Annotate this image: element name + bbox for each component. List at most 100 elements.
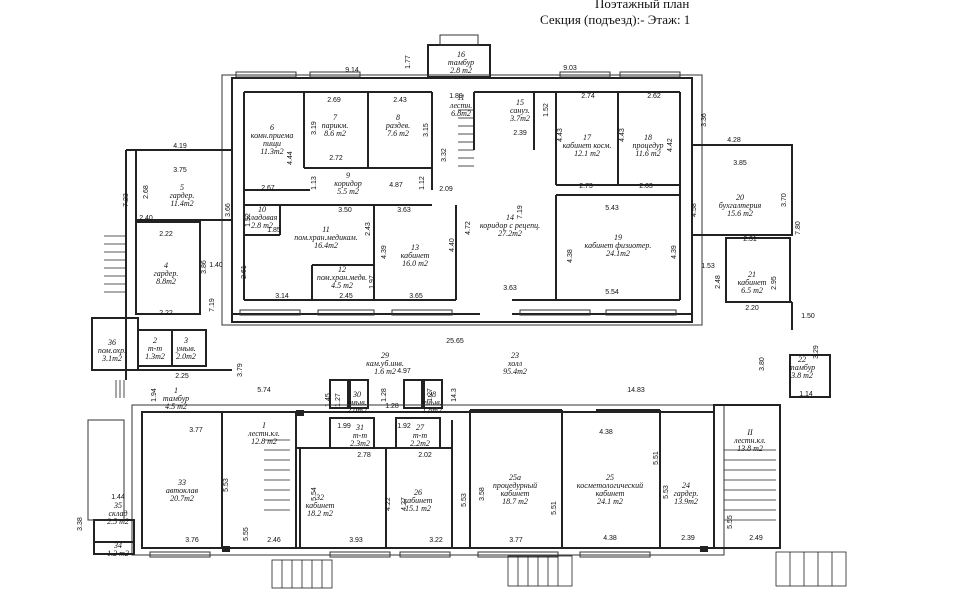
dimension-label: 1.94 xyxy=(151,388,158,402)
room-label-line: 31 xyxy=(355,423,364,432)
room-label-line: 3.7m2 xyxy=(509,114,530,123)
dimension-label: 1.40 xyxy=(209,262,223,269)
dimension-label: 3.65 xyxy=(409,293,423,300)
dimension-label: 2.63 xyxy=(639,183,653,190)
room-label-line: 18.2 m2 xyxy=(307,509,333,518)
dimension-label: 3.38 xyxy=(77,517,84,531)
dimension-label: 1.52 xyxy=(543,103,550,117)
stair-bottom-entrance-1 xyxy=(271,559,333,589)
dimension-label: 4.72 xyxy=(465,221,472,235)
dimension-label: 3.63 xyxy=(503,285,517,292)
room-label-line: 10 xyxy=(258,205,266,214)
room-label-line: 15.6 m2 xyxy=(727,209,753,218)
dimension-label: 1.13 xyxy=(311,176,318,190)
room-label-line: 24.1m2 xyxy=(606,249,630,258)
room-label-line: кладовая xyxy=(247,213,278,222)
room-label-line: 11.3m2 xyxy=(260,147,283,156)
room-label-line: кабинет xyxy=(404,496,433,505)
dimension-label: 4.28 xyxy=(727,137,741,144)
room-label-line: склад xyxy=(108,509,127,518)
room-label-line: 29 xyxy=(381,351,389,360)
dimension-label: 5.51 xyxy=(653,451,660,465)
dimension-label: 1.28 xyxy=(385,403,399,410)
room-label-line: кабинет xyxy=(306,501,335,510)
dimension-label: 5.43 xyxy=(605,205,619,212)
dimension-label: 9.14 xyxy=(345,67,359,74)
dimension-label: 2.22 xyxy=(159,310,173,317)
dimension-label: 4.43 xyxy=(557,128,564,142)
dimension-label: 4.19 xyxy=(173,143,187,150)
room-label-line: гардер. xyxy=(154,269,179,278)
room-label-line: 8.6 m2 xyxy=(324,129,346,138)
dimension-label: 1.12 xyxy=(419,176,426,190)
room-label-line: 13.9m2 xyxy=(674,497,698,506)
room-label-line: 1 xyxy=(174,386,178,395)
room-label-line: косметологический xyxy=(577,481,643,490)
dimension-label: 1.27 xyxy=(427,388,434,402)
room-label-line: 33 xyxy=(177,478,186,487)
dimension-label: 1.27 xyxy=(335,393,342,407)
room-label-line: 2.8 m2 xyxy=(450,66,472,75)
dimension-label: 4.87 xyxy=(389,182,403,189)
dimension-label: 4.43 xyxy=(619,128,626,142)
dimension-label: 5.54 xyxy=(311,487,318,501)
room-label-line: 25 xyxy=(606,473,614,482)
room-label-line: 34 xyxy=(113,541,122,550)
dimension-label: 2.95 xyxy=(771,276,778,290)
dimension-label: 5.54 xyxy=(605,289,619,296)
room-label-line: 11 xyxy=(322,225,329,234)
stair-bottom-entrance-3 xyxy=(775,551,847,587)
room-label-line: 1.3m2 xyxy=(145,352,165,361)
dimension-label: 3.79 xyxy=(237,363,244,377)
dimension-label: 3.32 xyxy=(441,148,448,162)
dimension-label: 2.72 xyxy=(329,155,343,162)
staircases xyxy=(104,109,847,589)
room-label-line: 1.2 m2 xyxy=(107,549,129,558)
room-label-line: т-т xyxy=(148,344,162,353)
room-label-line: лестн.кл. xyxy=(247,429,280,438)
room-label-line: кабинет косм. xyxy=(563,141,612,150)
dimension-label: 4.39 xyxy=(381,245,388,259)
room-label-line: тамбур xyxy=(163,394,189,403)
dimension-label: 3.85 xyxy=(733,160,747,167)
room-label-line: 15.1 m2 xyxy=(405,504,431,513)
dimension-label: 5.53 xyxy=(663,485,670,499)
room-label-line: 12.8 m2 xyxy=(251,437,277,446)
dimension-label: 1.14 xyxy=(799,391,813,398)
dimension-label: 2.22 xyxy=(159,231,173,238)
room-label-line: холл xyxy=(507,359,523,368)
room-label-line: 13.8 m2 xyxy=(737,444,763,453)
dimension-label: 2.43 xyxy=(365,222,372,236)
room-label-line: пом.хран.медикам. xyxy=(294,233,357,242)
dimension-label: 1.85 xyxy=(267,227,281,234)
room-r31: 31т-т2.3m2 xyxy=(350,423,370,448)
room-label-line: 19 xyxy=(614,233,622,242)
room-label-line: 24 xyxy=(682,481,690,490)
dimension-label: 3.14 xyxy=(275,293,289,300)
room-label-line: 2.0m2 xyxy=(347,406,367,415)
room-label-line: 12 xyxy=(338,265,346,274)
dimension-label: 1.97 xyxy=(369,275,376,289)
dimension-label: 1.53 xyxy=(701,263,715,270)
dimension-label: 3.75 xyxy=(173,167,187,174)
room-label-line: II xyxy=(746,428,753,437)
stair-I xyxy=(264,439,290,511)
room-label-line: 8.8m2 xyxy=(156,277,176,286)
windows xyxy=(149,71,681,558)
